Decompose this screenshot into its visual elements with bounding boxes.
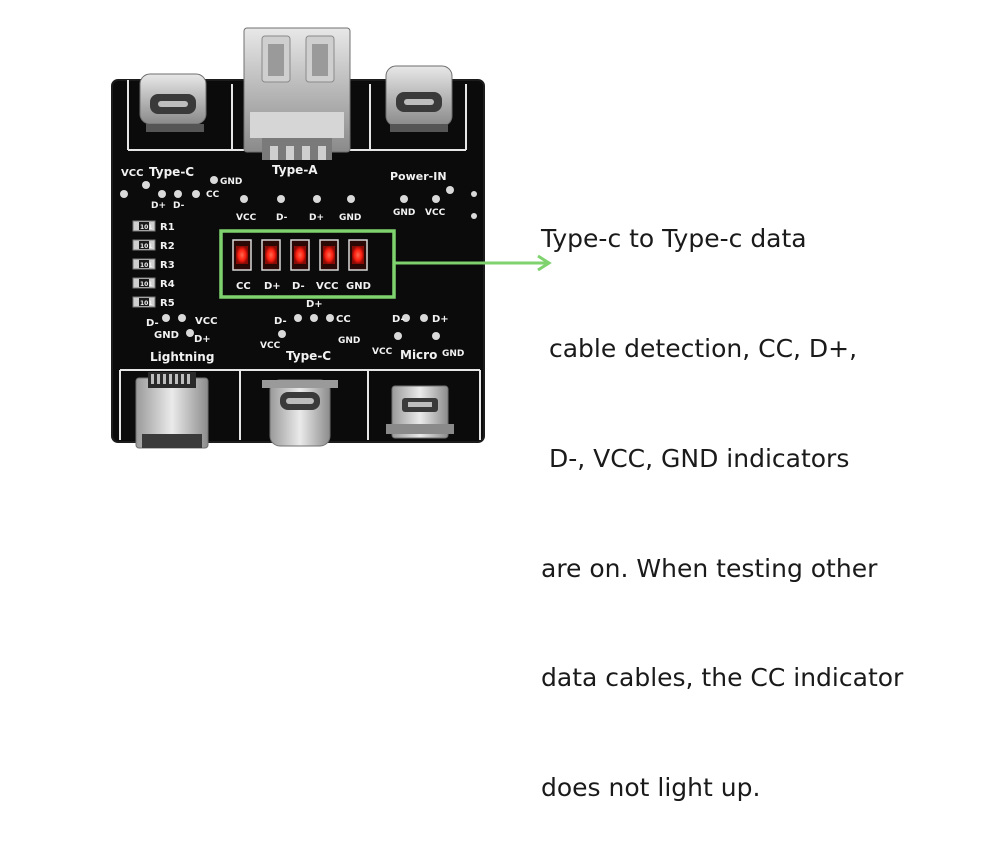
led-label-cc: CC [236, 281, 251, 292]
resistor-r1: 101 R1 [132, 220, 175, 233]
power-in-connector [385, 65, 453, 132]
bottom-type-c-dm-label: D- [274, 316, 287, 327]
resistor-label: R5 [160, 298, 175, 309]
bottom-type-c-cc-label: CC [336, 314, 351, 325]
micro-dp-label: D+ [432, 314, 449, 325]
test-pads [120, 176, 477, 340]
lightning-vcc-label: VCC [195, 316, 217, 327]
led-dp [261, 239, 281, 271]
resistor-code: 101 [140, 262, 153, 269]
led-dm [290, 239, 310, 271]
led-row: CC D+ D- VCC GND [232, 239, 371, 292]
bottom-type-c-label: Type-C [286, 349, 331, 363]
type-c-connector-top-left [139, 73, 207, 132]
resistor-r2: 101 R2 [132, 239, 175, 252]
center-pin-dp: D+ [309, 213, 324, 223]
led-label-dm: D- [292, 281, 305, 292]
caption-line: does not light up. [541, 773, 761, 803]
type-a-connector [243, 27, 351, 160]
description-caption: Type-c to Type-c data cable detection, C… [541, 148, 981, 843]
caption-line: data cables, the CC indicator [541, 663, 904, 693]
top-left-dm-label: D- [173, 201, 185, 211]
top-left-gnd-label: GND [220, 177, 242, 187]
top-left-dp-label: D+ [151, 201, 166, 211]
power-pin-vcc: VCC [425, 208, 446, 218]
type-c-top-label: Type-C [149, 165, 194, 179]
resistor-label: R4 [160, 279, 175, 290]
led-label-gnd: GND [346, 281, 371, 292]
lightning-dp-label: D+ [194, 334, 211, 345]
micro-gnd-label: GND [442, 349, 464, 359]
led-cc [232, 239, 252, 271]
resistor-code: 101 [140, 224, 153, 231]
lightning-connector [135, 372, 209, 449]
resistor-label: R2 [160, 241, 175, 252]
micro-vcc-label: VCC [372, 347, 393, 357]
lightning-dm-label: D- [146, 318, 159, 329]
resistor-r4: 101 R4 [132, 277, 175, 290]
center-pin-vcc: VCC [236, 213, 257, 223]
type-c-connector-bottom [262, 379, 338, 447]
bottom-type-c-vcc-label: VCC [260, 341, 281, 351]
product-photo: VCC Type-C GND D+ D- CC Type-A Power-IN … [111, 27, 552, 449]
resistor-code: 101 [140, 243, 153, 250]
bottom-type-c-dp-label: D+ [306, 299, 323, 310]
center-pin-dm: D- [276, 213, 288, 223]
top-left-cc-label: CC [206, 190, 220, 200]
caption-line: D-, VCC, GND indicators [541, 443, 850, 473]
lightning-label: Lightning [150, 350, 214, 364]
resistor-r3: 101 R3 [132, 258, 175, 271]
resistor-code: 101 [140, 281, 153, 288]
silkscreen-frames [119, 80, 481, 440]
led-label-dp: D+ [264, 281, 281, 292]
resistor-r5: 101 R5 [132, 296, 175, 309]
micro-label: Micro [400, 348, 437, 362]
micro-dm-label: D- [392, 314, 405, 325]
caption-line: cable detection, CC, D+, [541, 333, 858, 363]
resistor-label: R3 [160, 260, 175, 271]
caption-line: are on. When testing other [541, 553, 878, 583]
power-pin-gnd: GND [393, 208, 415, 218]
resistor-label: R1 [160, 222, 175, 233]
lightning-gnd-label: GND [154, 330, 179, 341]
led-label-vcc: VCC [316, 281, 338, 292]
center-pin-gnd: GND [339, 213, 361, 223]
type-a-label: Type-A [272, 163, 318, 177]
top-left-vcc-label: VCC [121, 168, 143, 179]
resistor-code: 101 [140, 300, 153, 307]
led-gnd [348, 239, 368, 271]
caption-line: Type-c to Type-c data [541, 224, 807, 254]
micro-usb-connector [386, 385, 454, 439]
power-in-label: Power-IN [390, 170, 447, 183]
bottom-type-c-gnd-label: GND [338, 336, 360, 346]
resistor-column: 101 R1 101 R2 101 R3 101 R4 101 R5 [132, 220, 175, 309]
led-vcc [319, 239, 339, 271]
pointer-arrow [394, 254, 552, 272]
